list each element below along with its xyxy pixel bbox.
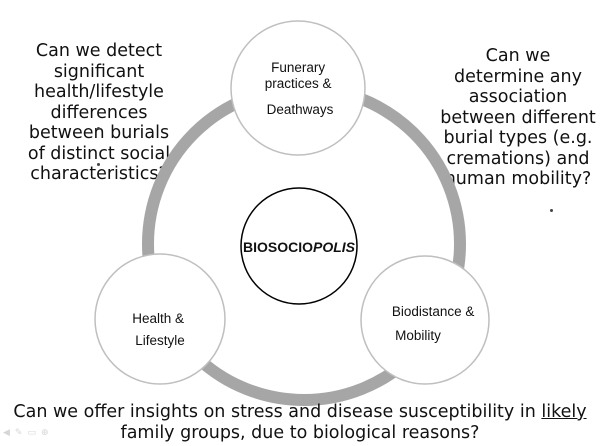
node-funerary-line: Funerary — [271, 60, 325, 75]
question-bottom-text: Can we offer insights on stress and dise… — [13, 402, 542, 422]
node-funerary-line: Deathways — [267, 102, 334, 117]
previous-slide-icon[interactable]: ◀ — [3, 428, 15, 438]
question-right-line: burial types (e.g. — [443, 128, 593, 148]
question-left: Can we detect significant health/lifesty… — [4, 41, 194, 185]
slideshow-toolbar[interactable]: ◀✎▭⊕ — [3, 428, 54, 438]
center-label: BIOSOCIOPOLIS — [243, 239, 356, 255]
node-health-line: Health & — [132, 311, 184, 326]
question-right-line: cremations) and — [446, 148, 590, 169]
node-biodistance-line: Mobility — [395, 328, 441, 343]
question-bottom: Can we offer insights on stress and dise… — [8, 402, 592, 444]
node-health — [94, 253, 226, 385]
node-health-label: Health & Lifestyle — [132, 311, 188, 348]
stray-dot — [97, 163, 100, 166]
center-label-suffix: POLIS — [313, 239, 356, 255]
question-left-line: significant — [53, 61, 145, 82]
question-right-line: association — [468, 87, 568, 107]
question-right-line: human mobility? — [444, 169, 592, 189]
center-label-prefix: BIOSOCIO — [243, 239, 313, 255]
node-funerary-line: practices & — [265, 76, 332, 91]
question-left-line: between burials — [28, 123, 170, 143]
pen-icon[interactable]: ✎ — [14, 428, 28, 438]
question-bottom-line-1: Can we offer insights on stress and dise… — [8, 402, 592, 423]
stray-dot — [550, 209, 553, 212]
center-circle — [240, 187, 358, 305]
question-left-line: characteristics? — [30, 164, 168, 184]
question-right-line: determine any — [454, 66, 582, 87]
question-right-line: Can we — [485, 46, 551, 66]
question-left-line: health/lifestyle — [34, 82, 164, 102]
question-right-line: between different — [440, 107, 596, 128]
question-right: Can we determine any association between… — [436, 46, 600, 190]
stray-dot — [97, 127, 100, 130]
question-left-line: of distinct social — [27, 143, 171, 164]
node-funerary — [230, 20, 366, 156]
question-bottom-underlined: likely — [541, 402, 587, 422]
node-biodistance-line: Biodistance & — [392, 304, 475, 319]
node-biodistance-label: Biodistance & Mobility — [392, 304, 478, 343]
question-left-line: differences — [50, 102, 148, 123]
node-funerary-label: Funerary practices & Deathways — [265, 60, 336, 117]
node-health-line: Lifestyle — [135, 333, 185, 348]
question-bottom-line-2: family groups, due to biological reasons… — [120, 423, 480, 443]
node-biodistance — [360, 255, 490, 385]
slides-icon[interactable]: ▭ — [27, 428, 41, 438]
zoom-icon[interactable]: ⊕ — [40, 428, 54, 438]
question-left-line: Can we detect — [35, 41, 163, 61]
